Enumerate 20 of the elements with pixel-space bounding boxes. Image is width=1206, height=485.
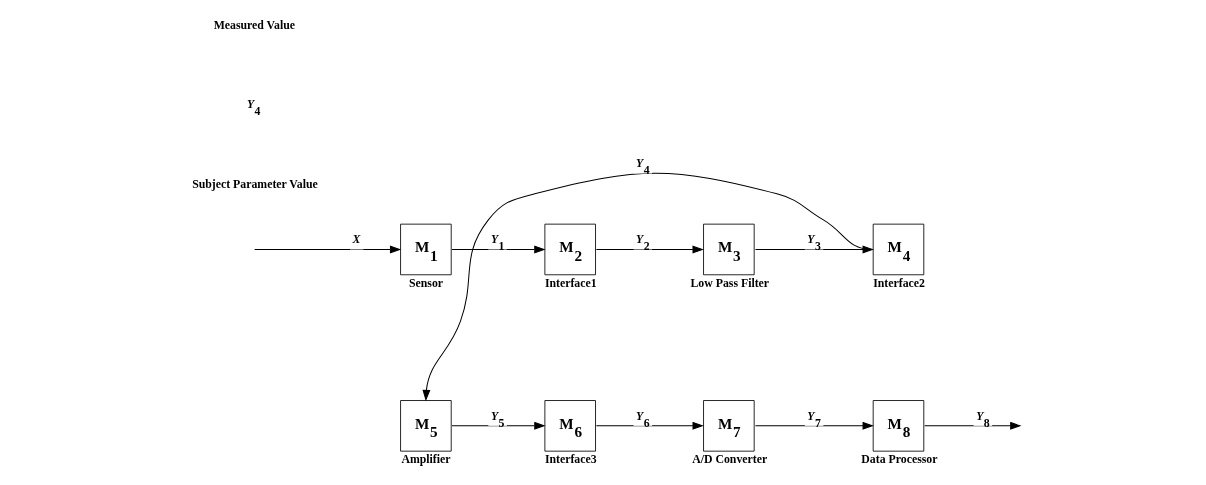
node-label: Low Pass Filter — [690, 275, 770, 290]
node-label: Amplifier — [401, 452, 451, 467]
label: Subject Parameter Value — [192, 176, 318, 191]
node-label: Interface1 — [544, 275, 597, 290]
arrow — [595, 245, 704, 254]
edge-label: X — [352, 232, 361, 247]
arrow — [451, 421, 546, 430]
arrow — [595, 421, 704, 430]
arrow — [422, 172, 873, 402]
node-label: Sensor — [409, 275, 444, 290]
label: Measured Value — [213, 17, 296, 32]
arrow — [924, 421, 1022, 430]
arrow — [754, 245, 874, 254]
node-label: Interface2 — [873, 275, 925, 290]
arrow — [754, 421, 874, 430]
node-label: Interface3 — [544, 452, 597, 467]
arrow — [451, 245, 546, 254]
node-label: Data Processor — [861, 452, 938, 467]
node-label: A/D Converter — [692, 452, 768, 467]
arrow — [254, 245, 402, 254]
